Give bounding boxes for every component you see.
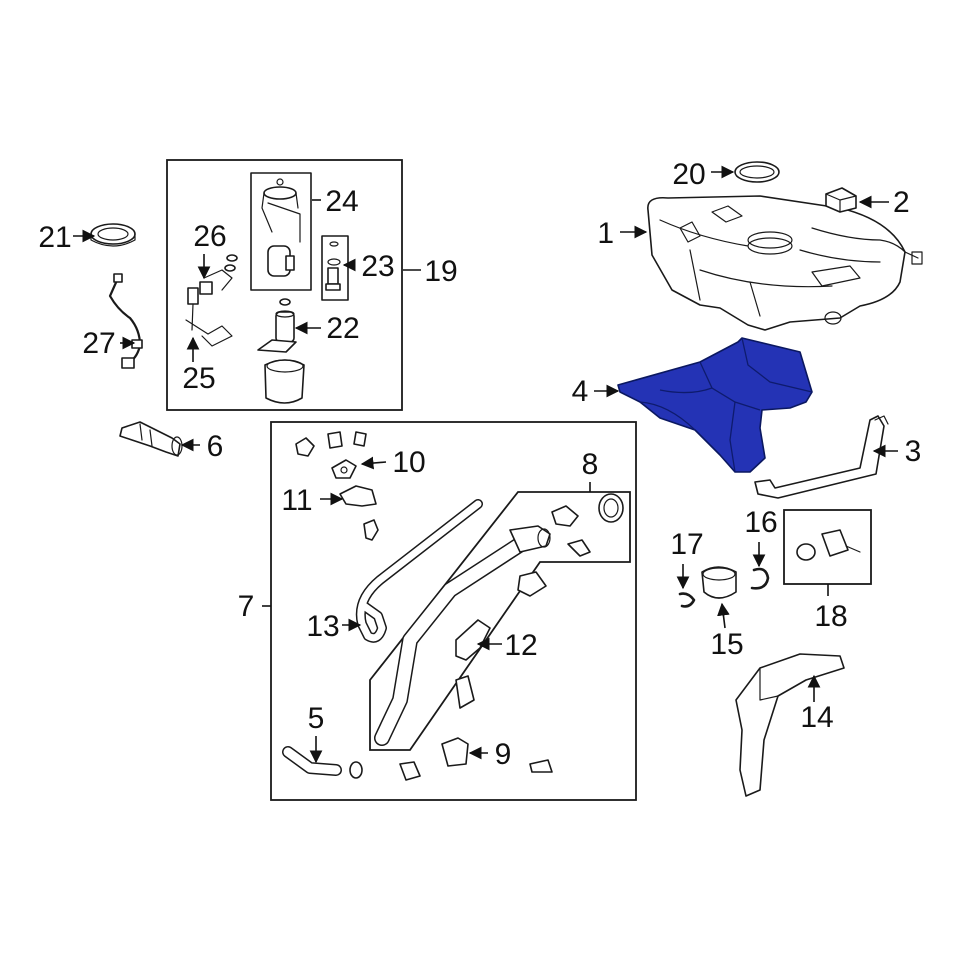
callout-1: 1: [597, 217, 614, 250]
fuel-pump-motor[interactable]: [257, 298, 297, 353]
pipe-mount-9[interactable]: [441, 737, 553, 773]
callout-2: 2: [893, 186, 910, 219]
callout-10: 10: [392, 446, 425, 479]
callouts: 1 2 3 4 5 6 7 8 9 10 11 12 13 14 15 16 1…: [38, 158, 921, 771]
callout-24: 24: [325, 185, 358, 218]
fuel-tank[interactable]: [647, 195, 923, 331]
hose-clamp-bracket[interactable]: [331, 459, 357, 479]
callout-22: 22: [326, 312, 359, 345]
snap-ring-16[interactable]: [750, 567, 770, 590]
callout-6: 6: [207, 430, 224, 463]
snap-ring-17[interactable]: [678, 592, 696, 608]
vent-hose[interactable]: [119, 421, 183, 457]
callout-7: 7: [238, 590, 255, 623]
filler-pipe[interactable]: [374, 525, 551, 746]
callout-14: 14: [800, 701, 833, 734]
fuel-pump-module[interactable]: [250, 172, 312, 291]
pipe-bracket-11[interactable]: [339, 485, 377, 507]
callout-21: 21: [38, 221, 71, 254]
filler-neck-assembly-box: [270, 421, 637, 801]
callout-4: 4: [572, 375, 589, 408]
fuel-filter-canister[interactable]: [264, 359, 305, 404]
callout-8: 8: [582, 448, 599, 481]
pipe-bracket-12[interactable]: [455, 571, 547, 709]
callout-5: 5: [308, 702, 325, 735]
callout-13: 13: [306, 610, 339, 643]
callout-12: 12: [504, 629, 537, 662]
wiring-harness[interactable]: [108, 273, 143, 369]
mounting-bolt[interactable]: [363, 519, 379, 541]
callout-18: 18: [814, 600, 847, 633]
leader-lines: [73, 165, 898, 764]
callout-26: 26: [193, 220, 226, 253]
tank-gasket-ring[interactable]: [734, 161, 780, 183]
tank-vent-bracket[interactable]: [825, 187, 857, 213]
fuel-cap[interactable]: [796, 529, 861, 561]
filler-cap-seal[interactable]: [598, 493, 624, 523]
callout-3: 3: [905, 435, 922, 468]
callout-17: 17: [670, 528, 703, 561]
tank-strap[interactable]: [754, 415, 889, 499]
filler-pipe-subgroup-box: [369, 491, 631, 751]
callout-15: 15: [710, 628, 743, 661]
fuel-pump-assembly-box: [166, 159, 403, 411]
filler-housing[interactable]: [735, 653, 845, 797]
callout-27: 27: [82, 327, 115, 360]
fuel-sender-unit[interactable]: [185, 269, 233, 347]
callout-16: 16: [744, 506, 777, 539]
callout-19: 19: [424, 255, 457, 288]
callout-20: 20: [672, 158, 705, 191]
callout-23: 23: [361, 250, 394, 283]
callout-11: 11: [281, 484, 312, 517]
tank-heat-shield-highlighted[interactable]: [617, 337, 813, 473]
pressure-regulator[interactable]: [321, 235, 349, 301]
breather-tube[interactable]: [355, 499, 483, 643]
callout-25: 25: [182, 362, 215, 395]
filler-neck-clips[interactable]: [551, 505, 591, 557]
filler-pipe-grommet[interactable]: [701, 566, 737, 599]
fill-hose-5[interactable]: [282, 746, 421, 781]
sender-seal[interactable]: [224, 254, 238, 272]
callout-9: 9: [495, 738, 512, 771]
pump-gasket-ring[interactable]: [90, 223, 136, 247]
filler-pipe-clips[interactable]: [295, 431, 367, 457]
